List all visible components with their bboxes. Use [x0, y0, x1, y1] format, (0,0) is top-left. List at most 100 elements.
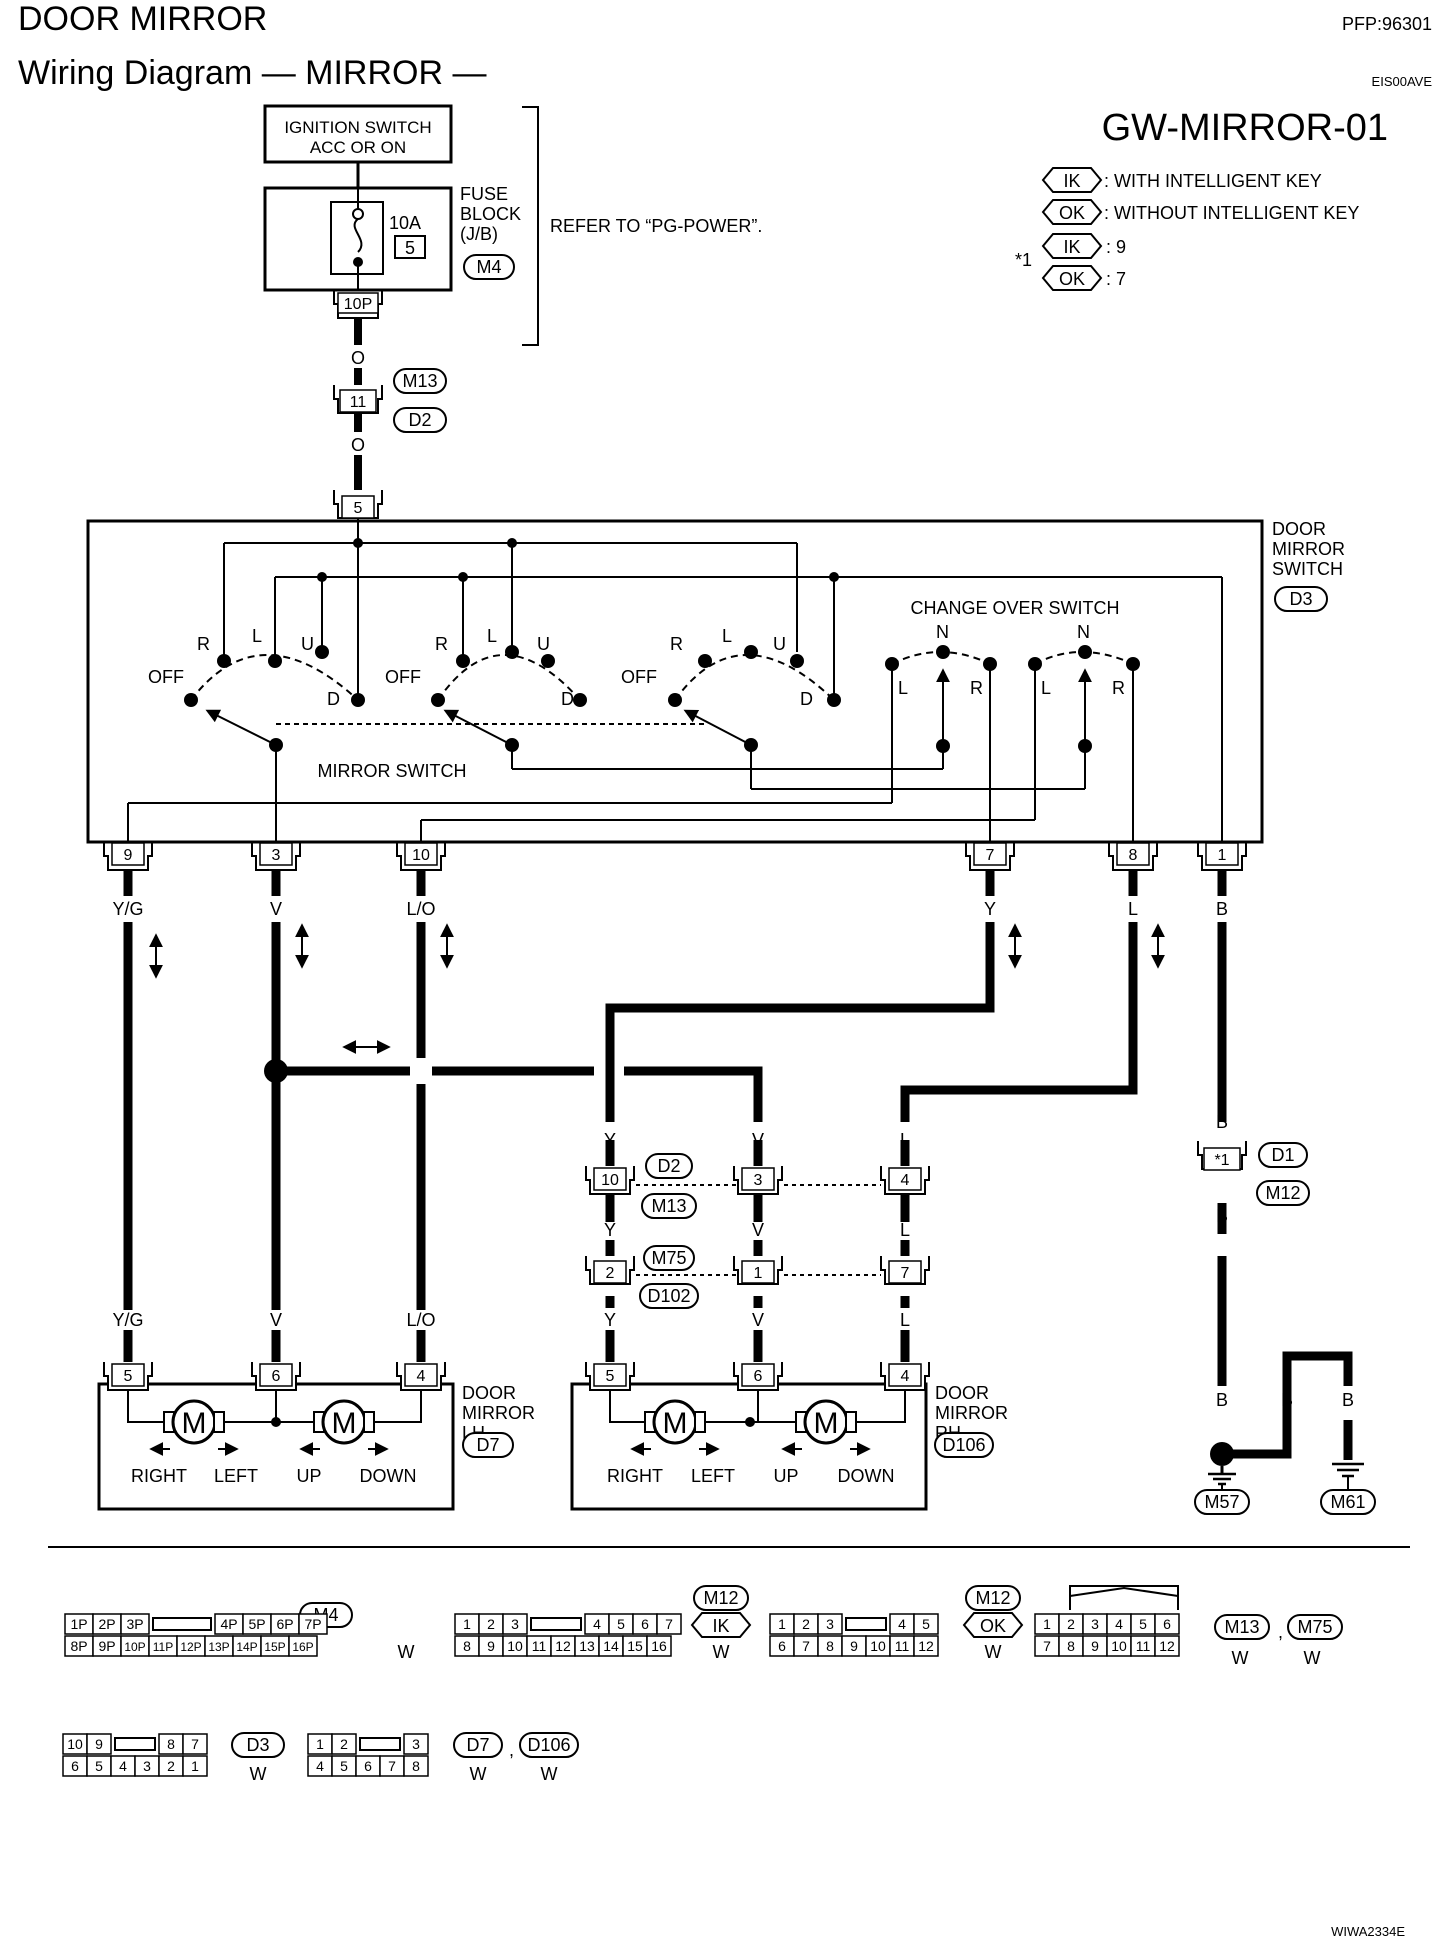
m12-ok-pin-2: 2	[793, 1613, 819, 1635]
svg-text:11: 11	[1136, 1638, 1151, 1654]
svg-text:13P: 13P	[208, 1640, 229, 1654]
m12-ik-pin-1: 1	[454, 1613, 480, 1635]
wire-b-gnd-2: B	[1281, 1390, 1293, 1410]
svg-text:10: 10	[1111, 1638, 1127, 1654]
joint-row2-2: 2	[606, 1265, 615, 1282]
fuse-amperage: 10A	[389, 213, 421, 233]
fuse-terminal: 10P	[344, 296, 372, 313]
ground-label-m57: M57	[1204, 1492, 1239, 1512]
svg-text:4: 4	[119, 1758, 127, 1774]
d3-pin-4: 4	[110, 1755, 136, 1777]
svg-text:8: 8	[1067, 1638, 1075, 1654]
fuse-block-label-2: BLOCK	[460, 204, 521, 224]
switch-off-2: OFF	[385, 667, 421, 687]
m12-ik-pin-9: 9	[478, 1635, 504, 1657]
ground-m61: M61	[1320, 1462, 1376, 1515]
svg-text:16P: 16P	[292, 1640, 313, 1654]
wire-lo-top: L/O	[406, 899, 435, 919]
d3-pin-8: 8	[158, 1733, 184, 1755]
lh-name-2: MIRROR	[462, 1403, 535, 1423]
m12-ik-pin-4: 4	[584, 1613, 610, 1635]
svg-text:8: 8	[167, 1736, 175, 1752]
m75-color: W	[1304, 1648, 1321, 1668]
switch-terminal-8: 8	[1129, 847, 1138, 864]
svg-text:12: 12	[918, 1638, 934, 1654]
switch-contact-labels: OFF R L U D OFF R L U D OFF R L U D N L …	[148, 622, 1125, 709]
svg-text:9: 9	[95, 1736, 103, 1752]
m4-pin-11P: 11P	[148, 1635, 178, 1657]
svg-text:1: 1	[778, 1616, 786, 1632]
m4-pin-13P: 13P	[204, 1635, 234, 1657]
svg-text:2: 2	[167, 1758, 175, 1774]
ignition-switch: IGNITION SWITCH ACC OR ON	[263, 104, 453, 164]
m13-pin-6: 6	[1154, 1613, 1180, 1635]
switch-name-1: DOOR	[1272, 519, 1326, 539]
joint-row1-10: 10	[601, 1172, 619, 1189]
m12-ik-pin-6: 6	[632, 1613, 658, 1635]
connector-latch	[359, 1737, 401, 1751]
switch-u-2: U	[537, 634, 550, 654]
joint-connectors: 10 3 4 D2 M13 2 1 7 M75 D102 *1 D1 M12	[585, 1141, 1310, 1309]
m4-pin-8P: 8P	[64, 1635, 94, 1657]
svg-text:8P: 8P	[70, 1638, 87, 1654]
svg-text:9: 9	[850, 1638, 858, 1654]
m12-ok-label: M12	[975, 1588, 1010, 1608]
svg-text:11P: 11P	[153, 1640, 173, 1654]
rh-terminal-5: 5	[606, 1368, 615, 1385]
svg-text:9: 9	[1091, 1638, 1099, 1654]
switch-terminal-1: 1	[1218, 847, 1227, 864]
m12-ok-pin-7: 7	[793, 1635, 819, 1657]
m13-pin-12: 12	[1154, 1635, 1180, 1657]
fuse-block-connector: M4	[476, 257, 501, 277]
svg-text:10: 10	[67, 1736, 83, 1752]
m12-ok-pin-11: 11	[889, 1635, 915, 1657]
changeover-n-2: N	[1077, 622, 1090, 642]
switch-r-3: R	[670, 634, 683, 654]
svg-text:14P: 14P	[236, 1640, 257, 1654]
svg-text:6: 6	[71, 1758, 79, 1774]
m12-ok-pin-3: 3	[817, 1613, 843, 1635]
switch-off-3: OFF	[621, 667, 657, 687]
pfp-code: PFP:96301	[1342, 14, 1432, 34]
m12-ok-pin-12: 12	[913, 1635, 939, 1657]
wire-v-mid-1: V	[752, 1130, 764, 1150]
svg-text:2P: 2P	[98, 1616, 115, 1632]
svg-text:6: 6	[364, 1758, 372, 1774]
lh-motor-1: M	[182, 1407, 207, 1440]
m13-label: M13	[1224, 1617, 1259, 1637]
ground-connector-m12: M12	[1265, 1183, 1300, 1203]
switch-l-3: L	[722, 626, 732, 646]
svg-text:8: 8	[826, 1638, 834, 1654]
door-mirror-switch	[86, 519, 1264, 844]
svg-text:1P: 1P	[70, 1616, 87, 1632]
svg-text:7: 7	[191, 1736, 199, 1752]
svg-text:10P: 10P	[124, 1640, 145, 1654]
ignition-label-1: IGNITION SWITCH	[284, 118, 431, 137]
ground-m57: M57	[1194, 1442, 1250, 1515]
rh-motor-2: M	[814, 1407, 839, 1440]
svg-text:7: 7	[665, 1616, 673, 1632]
d7-pin-6: 6	[355, 1755, 381, 1777]
m13-pin-2: 2	[1058, 1613, 1084, 1635]
changeover-l-1: L	[898, 678, 908, 698]
lh-up-label: UP	[296, 1466, 321, 1486]
wire-y-mid-1: Y	[604, 1130, 616, 1150]
d7-pin-5: 5	[331, 1755, 357, 1777]
joint-connector-d2: D2	[408, 410, 431, 430]
svg-text:12: 12	[555, 1638, 571, 1654]
svg-text:2: 2	[1067, 1616, 1075, 1632]
svg-text:7: 7	[802, 1638, 810, 1654]
ignition-label-2: ACC OR ON	[310, 138, 406, 157]
svg-text:6: 6	[641, 1616, 649, 1632]
svg-text:7P: 7P	[304, 1616, 321, 1632]
svg-text:2: 2	[487, 1616, 495, 1632]
d3-pin-2: 2	[158, 1755, 184, 1777]
connector-latch	[845, 1617, 887, 1631]
switch-internal-wiring	[127, 518, 1223, 862]
m12-ok-pin-6: 6	[769, 1635, 795, 1657]
svg-text:6: 6	[778, 1638, 786, 1654]
m12-ik-pin-15: 15	[622, 1635, 648, 1657]
m12-ik-pin-13: 13	[574, 1635, 600, 1657]
